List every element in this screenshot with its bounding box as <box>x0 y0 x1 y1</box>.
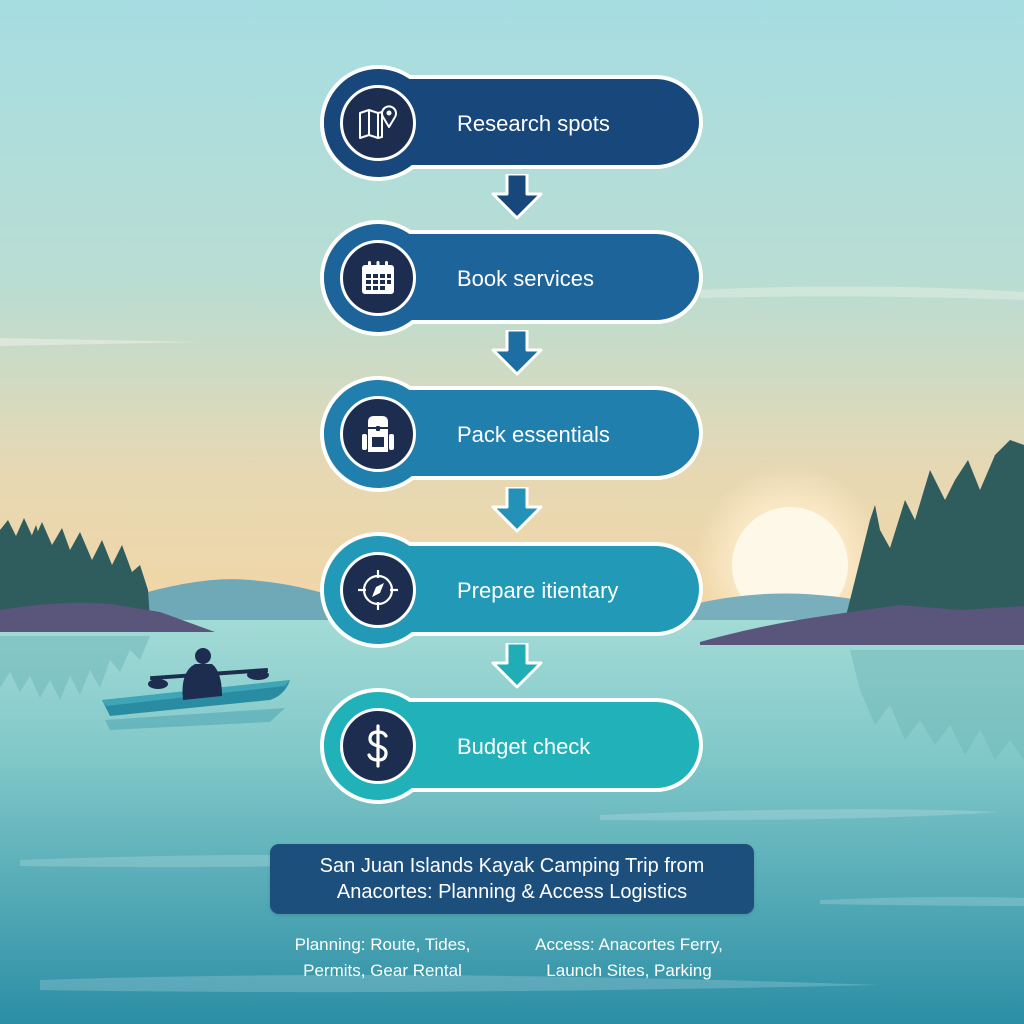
step-budget-check[interactable]: Budget check <box>320 688 706 806</box>
compass-icon <box>340 552 416 628</box>
map-pin-icon <box>340 85 416 161</box>
step-pack-essentials[interactable]: Pack essentials <box>320 376 706 494</box>
title-line-1: San Juan Islands Kayak Camping Trip from <box>319 855 705 877</box>
access-note: Access: Anacortes Ferry, Launch Sites, P… <box>518 932 740 984</box>
arrow-down-icon <box>491 330 543 376</box>
step-research-spots[interactable]: Research spots <box>320 65 706 183</box>
access-note-line-1: Access: Anacortes Ferry, <box>535 935 723 954</box>
step-label: Budget check <box>457 734 591 759</box>
backpack-icon <box>340 396 416 472</box>
calendar-icon <box>340 240 416 316</box>
dollar-icon <box>340 708 416 784</box>
arrow-down-icon <box>491 174 543 220</box>
diagram-title: San Juan Islands Kayak Camping Trip from… <box>270 844 754 914</box>
planning-note-line-1: Planning: Route, Tides, <box>294 935 471 954</box>
step-label: Prepare itientary <box>457 578 619 603</box>
step-label: Book services <box>457 266 594 291</box>
arrow-down-icon <box>491 487 543 533</box>
access-note-line-2: Launch Sites, Parking <box>546 961 712 980</box>
planning-note-line-2: Permits, Gear Rental <box>303 961 462 980</box>
step-prepare-itinerary[interactable]: Prepare itientary <box>320 532 706 650</box>
arrow-down-icon <box>491 643 543 689</box>
kayaker-illustration <box>102 648 290 730</box>
step-label: Pack essentials <box>457 422 610 447</box>
title-line-2: Anacortes: Planning & Access Logistics <box>336 881 688 903</box>
step-book-services[interactable]: Book services <box>320 220 706 338</box>
planning-note: Planning: Route, Tides, Permits, Gear Re… <box>280 932 485 984</box>
step-label: Research spots <box>457 111 610 136</box>
